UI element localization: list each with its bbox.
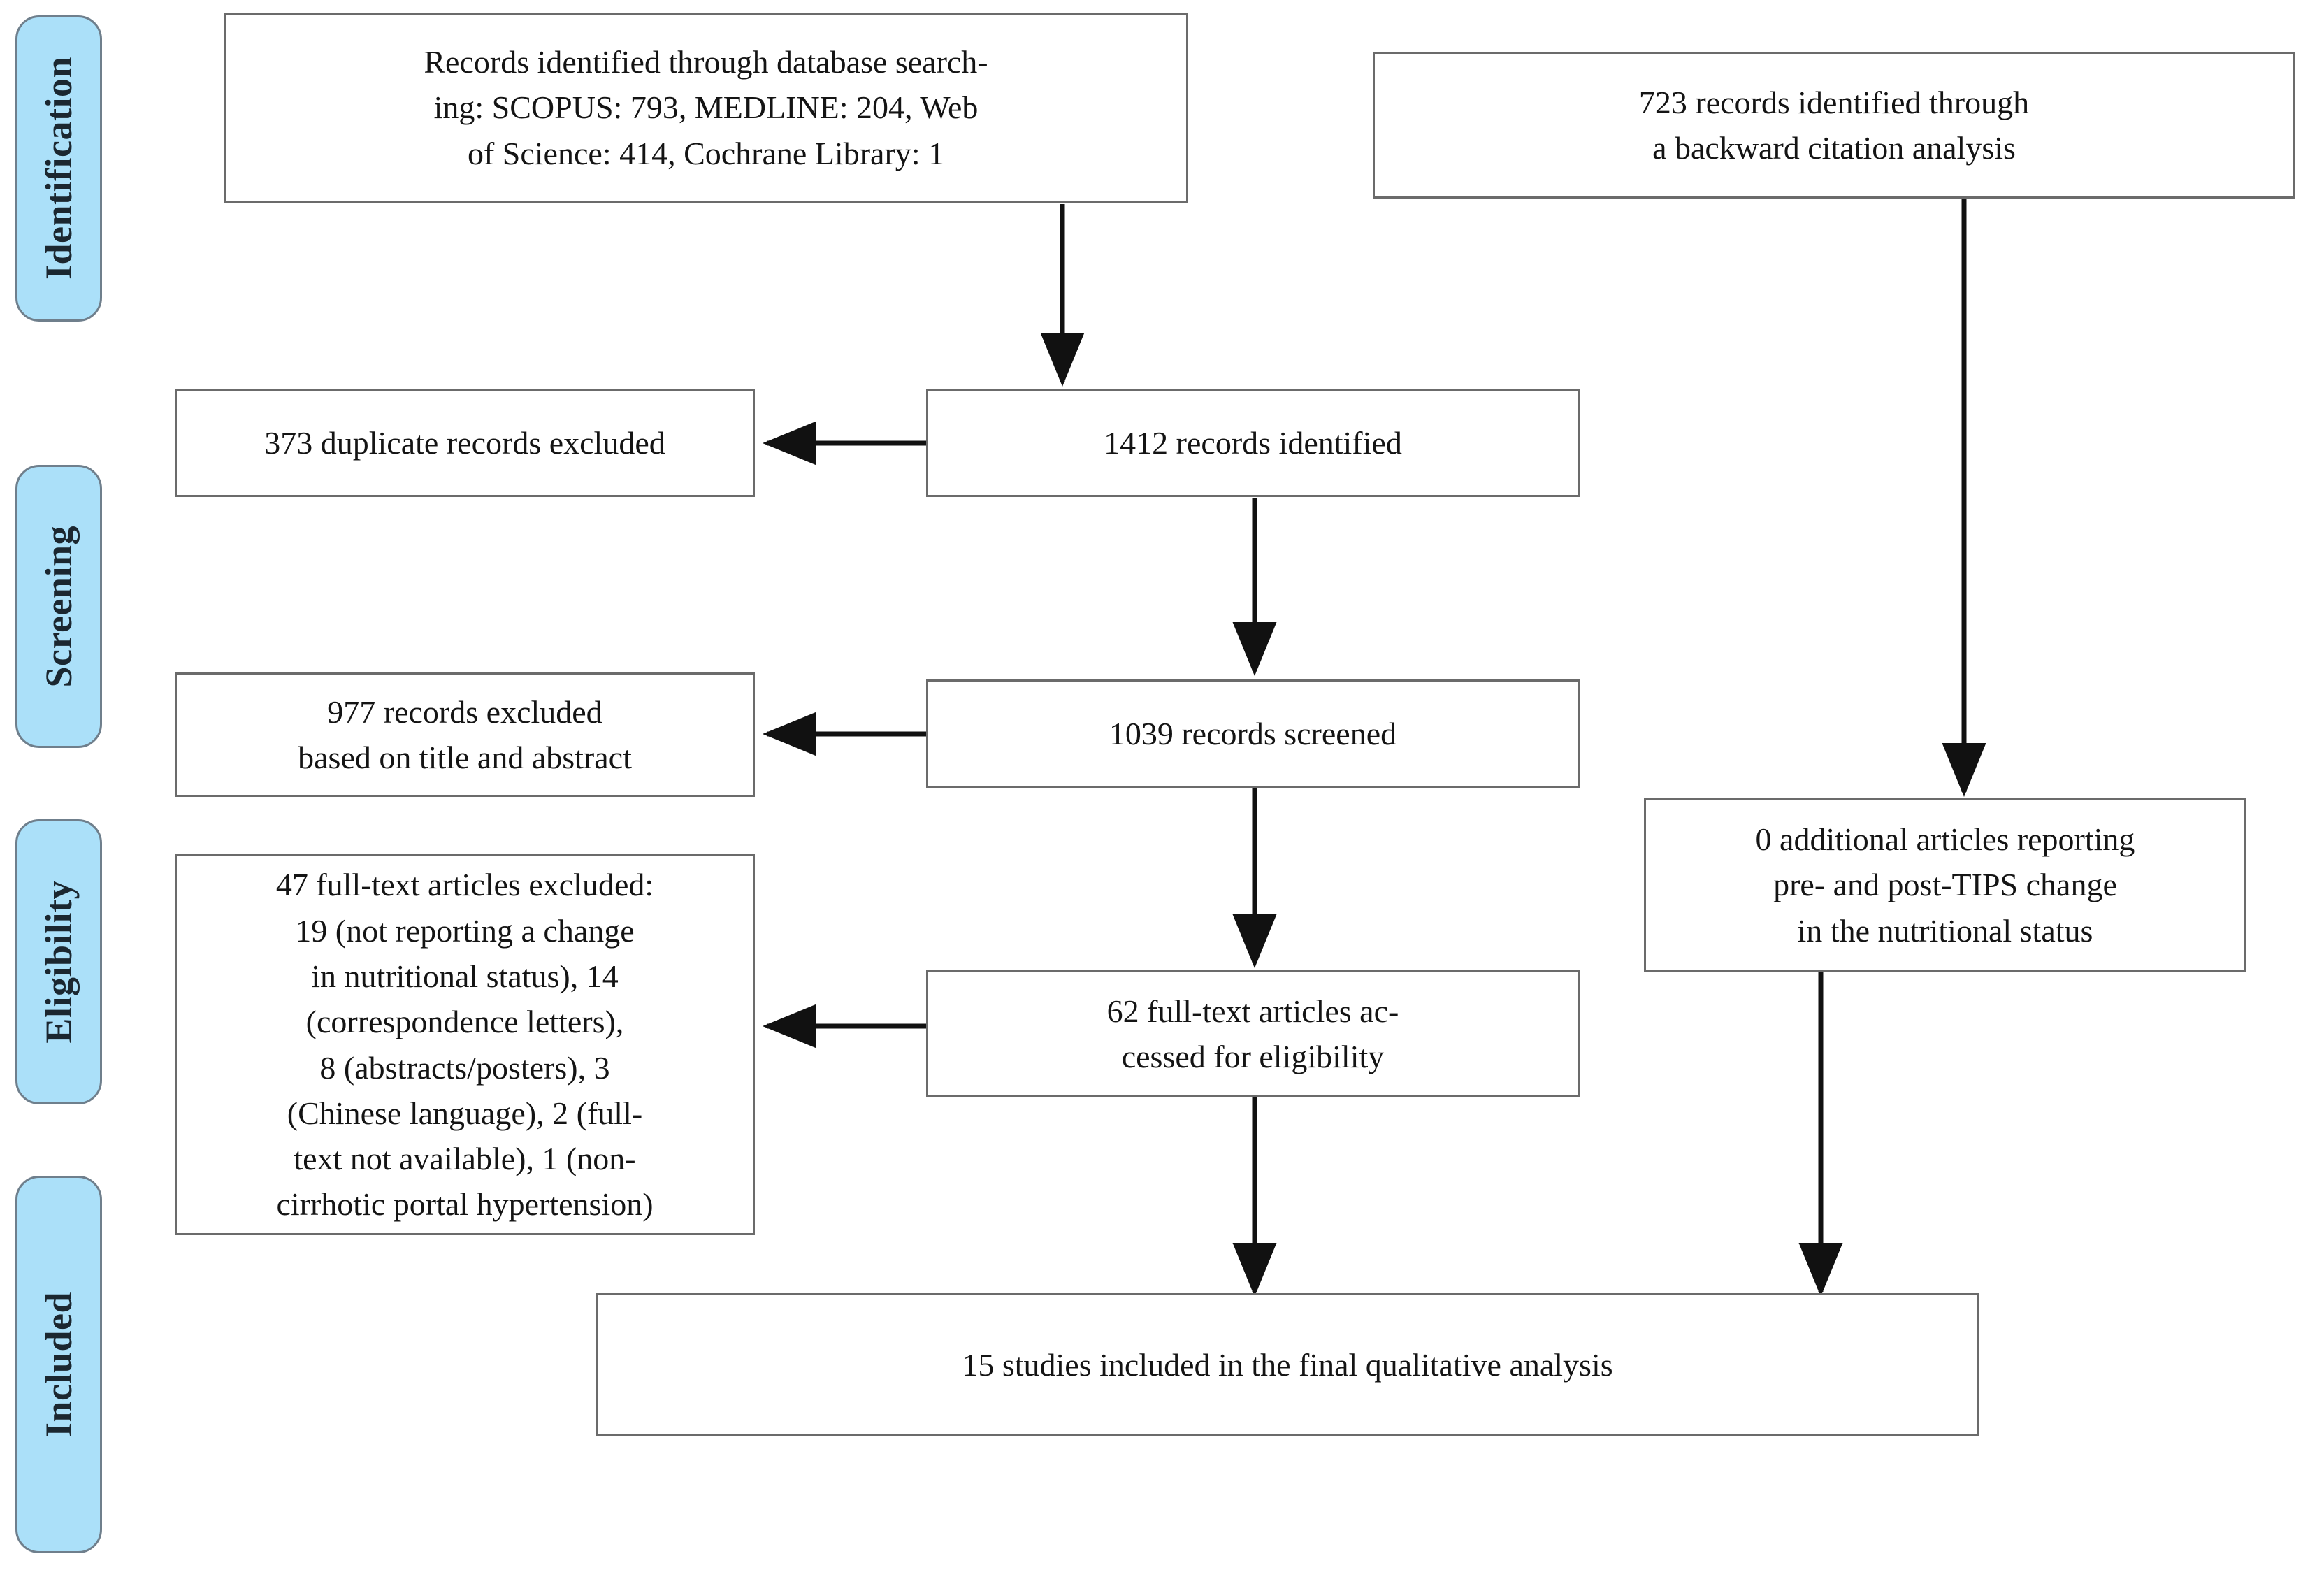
box-fulltext-assessed: 62 full-text articles ac- cessed for eli… [926, 970, 1580, 1097]
box-fulltext-excluded-text: 47 full-text articles excluded: 19 (not … [275, 867, 654, 1223]
stage-label-screening: Screening [38, 525, 80, 688]
box-additional-articles-text: 0 additional articles reporting pre- and… [1755, 821, 2135, 949]
box-records-identified: 1412 records identified [926, 389, 1580, 497]
box-duplicates-excluded: 373 duplicate records excluded [175, 389, 755, 497]
box-additional-articles: 0 additional articles reporting pre- and… [1644, 798, 2246, 972]
stage-label-eligibility: Eligibility [38, 880, 80, 1044]
box-duplicates-excluded-text: 373 duplicate records excluded [264, 424, 665, 461]
box-records-screened-text: 1039 records screened [1109, 715, 1397, 751]
stage-bar-screening: Screening [15, 465, 102, 748]
stage-bar-identification: Identification [15, 15, 102, 322]
stage-label-identification: Identification [38, 57, 80, 280]
box-database-search: Records identified through database sear… [224, 13, 1188, 203]
box-final-included-text: 15 studies included in the final qualita… [962, 1346, 1613, 1383]
box-fulltext-excluded: 47 full-text articles excluded: 19 (not … [175, 854, 755, 1235]
box-final-included: 15 studies included in the final qualita… [596, 1293, 1979, 1436]
box-backward-citation-text: 723 records identified through a backwar… [1638, 84, 2030, 166]
stage-label-included: Included [38, 1291, 80, 1438]
box-records-identified-text: 1412 records identified [1104, 424, 1402, 461]
box-backward-citation: 723 records identified through a backwar… [1373, 52, 2295, 199]
stage-bar-included: Included [15, 1176, 102, 1553]
box-fulltext-assessed-text: 62 full-text articles ac- cessed for eli… [1106, 993, 1399, 1074]
box-records-screened: 1039 records screened [926, 679, 1580, 788]
box-screen-excluded: 977 records excluded based on title and … [175, 672, 755, 797]
box-database-search-text: Records identified through database sear… [424, 44, 988, 171]
stage-bar-eligibility: Eligibility [15, 819, 102, 1104]
box-screen-excluded-text: 977 records excluded based on title and … [298, 693, 632, 775]
